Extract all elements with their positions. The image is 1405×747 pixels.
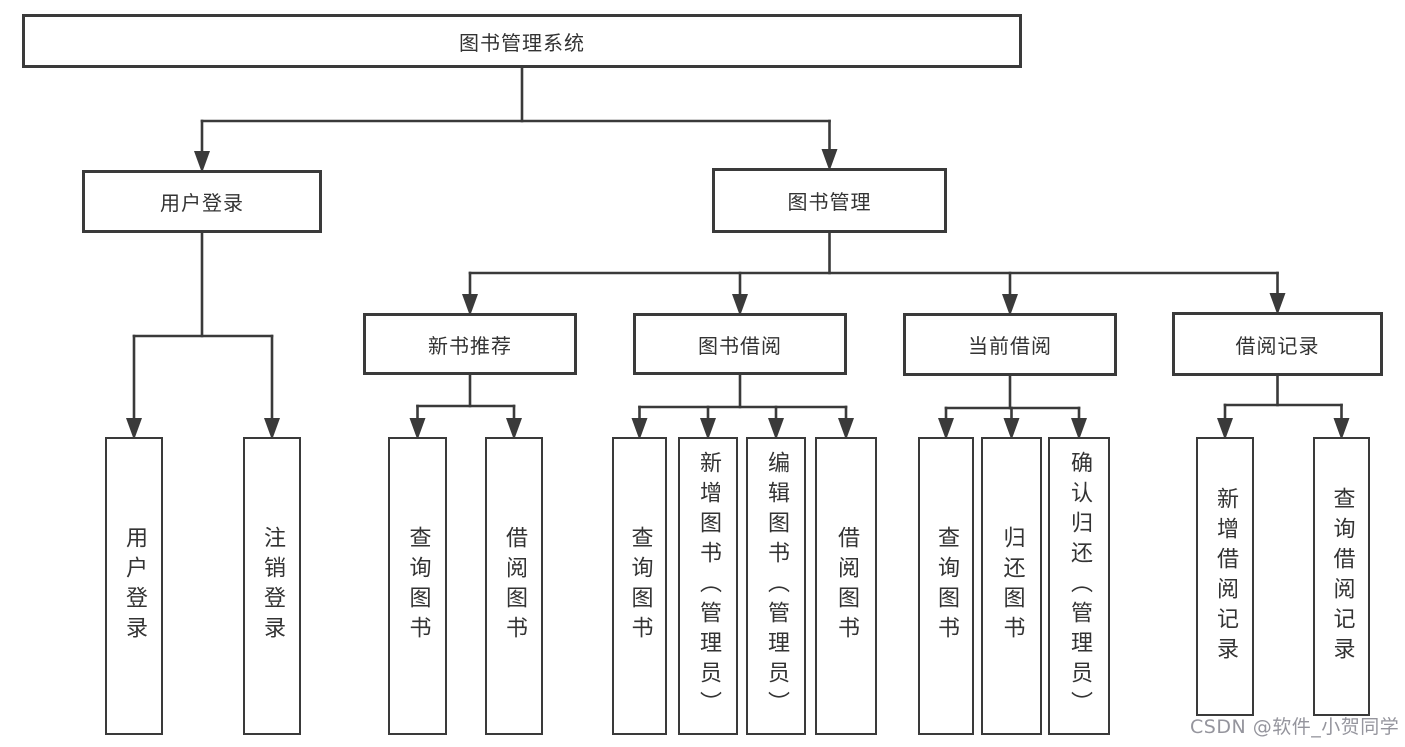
arrow-head-icon <box>264 418 280 440</box>
node-label-logout-leaf: 注销登录 <box>260 526 285 646</box>
node-label-rec-query: 查询图书 <box>405 526 431 646</box>
arrow-head-icon <box>409 418 426 440</box>
arrow-head-icon <box>1002 294 1018 316</box>
node-label-user-login: 用户登录 <box>160 191 244 215</box>
node-logout-leaf: 注销登录 <box>243 437 301 735</box>
node-label-lend-add: 新增图书（管理员） <box>696 451 721 721</box>
arrow-head-icon <box>1003 418 1020 440</box>
node-label-record-query: 查询借阅记录 <box>1329 486 1355 667</box>
node-label-cur-confirm: 确认归还（管理员） <box>1067 451 1092 721</box>
node-label-book-lending: 图书借阅 <box>698 333 782 358</box>
arrow-head-icon <box>506 418 522 440</box>
node-label-record-add: 新增借阅记录 <box>1213 486 1238 667</box>
arrow-head-icon <box>194 151 210 173</box>
arrow-head-icon <box>700 418 716 440</box>
node-label-lend-query: 查询图书 <box>627 526 653 646</box>
node-label-book-mgmt: 图书管理 <box>787 190 872 214</box>
arrow-head-icon <box>126 418 142 440</box>
node-label-lending-records: 借阅记录 <box>1235 333 1320 358</box>
arrow-head-icon <box>938 418 954 440</box>
node-cur-confirm: 确认归还（管理员） <box>1048 437 1110 735</box>
node-record-add: 新增借阅记录 <box>1196 437 1254 716</box>
node-cur-query: 查询图书 <box>918 437 974 735</box>
node-lend-borrow: 借阅图书 <box>815 437 877 735</box>
node-label-root: 图书管理系统 <box>459 30 585 55</box>
node-book-lending: 图书借阅 <box>633 313 847 375</box>
node-rec-borrow: 借阅图书 <box>485 437 543 735</box>
node-label-login-leaf: 用户登录 <box>122 526 147 646</box>
arrow-head-icon <box>1269 293 1286 315</box>
node-root: 图书管理系统 <box>22 14 1022 68</box>
arrow-head-icon <box>462 294 478 316</box>
arrow-head-icon <box>631 418 648 440</box>
node-label-new-book-rec: 新书推荐 <box>428 333 512 358</box>
arrow-head-icon <box>821 149 838 171</box>
node-rec-query: 查询图书 <box>388 437 447 735</box>
node-cur-return: 归还图书 <box>981 437 1042 735</box>
arrow-head-icon <box>838 418 854 440</box>
node-lending-records: 借阅记录 <box>1172 312 1383 376</box>
node-lend-add: 新增图书（管理员） <box>678 437 738 735</box>
node-lend-query: 查询图书 <box>612 437 667 735</box>
node-new-book-rec: 新书推荐 <box>363 313 577 375</box>
arrow-head-icon <box>1217 418 1233 440</box>
node-lend-edit: 编辑图书（管理员） <box>746 437 806 735</box>
node-user-login: 用户登录 <box>82 170 322 233</box>
arrow-head-icon <box>732 294 748 316</box>
arrow-head-icon <box>1071 418 1087 440</box>
node-label-lend-edit: 编辑图书（管理员） <box>764 451 789 721</box>
node-current-lending: 当前借阅 <box>903 313 1117 376</box>
node-login-leaf: 用户登录 <box>105 437 163 735</box>
arrow-head-icon <box>768 418 784 440</box>
node-label-cur-query: 查询图书 <box>934 526 959 646</box>
arrow-head-icon <box>1333 418 1350 440</box>
node-label-rec-borrow: 借阅图书 <box>502 526 527 646</box>
node-label-cur-return: 归还图书 <box>999 526 1025 646</box>
node-record-query: 查询借阅记录 <box>1313 437 1370 716</box>
node-book-mgmt: 图书管理 <box>712 168 947 233</box>
node-label-lend-borrow: 借阅图书 <box>834 526 859 646</box>
watermark: CSDN @软件_小贺同学 <box>1190 716 1400 738</box>
node-label-current-lending: 当前借阅 <box>968 334 1052 358</box>
